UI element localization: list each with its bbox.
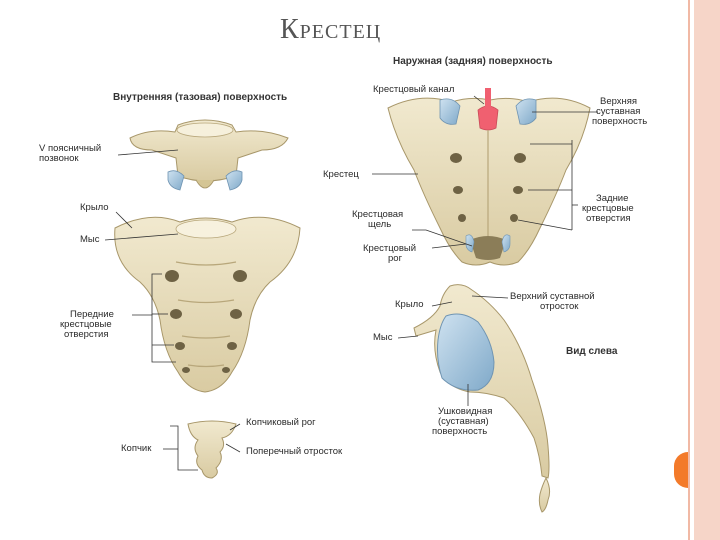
label-upper-articular-process-line1: Верхний суставной <box>510 291 595 302</box>
label-posterior-foramina-line2: крестцовые <box>582 203 634 214</box>
label-posterior-foramina-line1: Задние <box>596 193 629 204</box>
label-sacral-horn-line1: Крестцовый <box>363 243 417 254</box>
label-anterior-foramina-line2: крестцовые <box>60 319 112 330</box>
left-leader-lines <box>104 149 241 471</box>
slide-accent-dot <box>674 452 688 488</box>
label-wing-lateral: Крыло <box>395 299 424 310</box>
l5-vertebra-drawing <box>129 119 289 191</box>
heading-left-view: Вид слева <box>566 346 618 357</box>
sacrum-lateral-drawing <box>413 284 551 513</box>
slide-border-decoration <box>694 0 720 540</box>
label-promontory: Мыс <box>80 234 100 245</box>
label-upper-articular-line3: поверхность <box>592 116 648 127</box>
label-anterior-foramina-line1: Передние <box>70 309 114 320</box>
label-wing: Крыло <box>80 202 109 213</box>
label-anterior-foramina-line3: отверстия <box>64 329 109 340</box>
label-sacral-hiatus-line1: Крестцовая <box>352 209 404 220</box>
label-posterior-foramina-line3: отверстия <box>586 213 631 224</box>
label-sacral-horn-line2: рог <box>388 253 403 264</box>
label-l5-vertebra-line2: позвонок <box>39 153 79 164</box>
label-coccyx: Копчик <box>121 443 152 454</box>
heading-inner-surface: Внутренняя (тазовая) поверхность <box>113 92 288 103</box>
slide-title: Крестец <box>280 14 382 45</box>
label-auricular-line2: (суставная) <box>438 416 489 427</box>
label-promontory-lateral: Мыс <box>373 332 393 343</box>
label-auricular-line1: Ушковидная <box>438 406 493 417</box>
right-top-leader-lines <box>372 95 598 249</box>
label-upper-articular-line2: суставная <box>596 106 641 117</box>
label-transverse-process: Поперечный отросток <box>246 446 343 457</box>
label-auricular-line3: поверхность <box>432 426 488 437</box>
coccyx-drawing <box>187 420 237 479</box>
slide-border-line <box>688 0 690 540</box>
label-upper-articular-process-line2: отросток <box>540 301 579 312</box>
label-sacrum: Крестец <box>323 169 359 180</box>
label-sacral-canal: Крестцовый канал <box>373 84 455 95</box>
label-coccygeal-horn: Копчиковый рог <box>246 417 316 428</box>
label-upper-articular-line1: Верхняя <box>600 96 638 107</box>
label-sacral-hiatus-line2: щель <box>368 219 392 230</box>
label-l5-vertebra-line1: V поясничный <box>39 143 102 154</box>
sacrum-anterior-drawing <box>114 216 301 393</box>
heading-outer-surface: Наружная (задняя) поверхность <box>393 56 553 67</box>
right-bottom-leader-lines <box>397 295 509 406</box>
sacrum-posterior-drawing <box>387 88 591 266</box>
